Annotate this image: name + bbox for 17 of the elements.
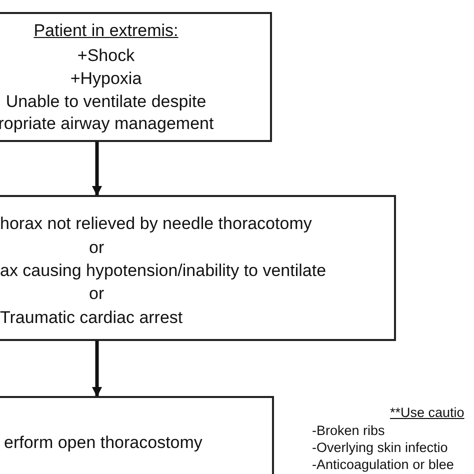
- process-box: [0, 12, 272, 142]
- box-text: +Shock: [76, 45, 136, 67]
- box-text: erform open thoracostomy: [4, 432, 202, 454]
- box-text: horax not relieved by needle thoracotomy: [0, 213, 312, 235]
- box-heading: Patient in extremis:: [32, 20, 180, 42]
- note-heading: **Use cautio: [390, 404, 464, 421]
- note-text: -Broken ribs: [312, 422, 385, 439]
- box-text: +Hypoxia: [69, 68, 143, 90]
- box-text: or: [89, 283, 104, 305]
- process-box: [0, 195, 396, 341]
- note-text: -Anticoagulation or blee: [312, 456, 454, 473]
- arrow: [92, 341, 102, 397]
- box-text: Traumatic cardiac arrest: [0, 307, 183, 329]
- box-text: ax causing hypotension/inability to ventilate: [0, 260, 326, 282]
- note-text: -Overlying skin infectio: [312, 439, 448, 456]
- arrow: [92, 142, 102, 196]
- box-text: or: [89, 237, 104, 259]
